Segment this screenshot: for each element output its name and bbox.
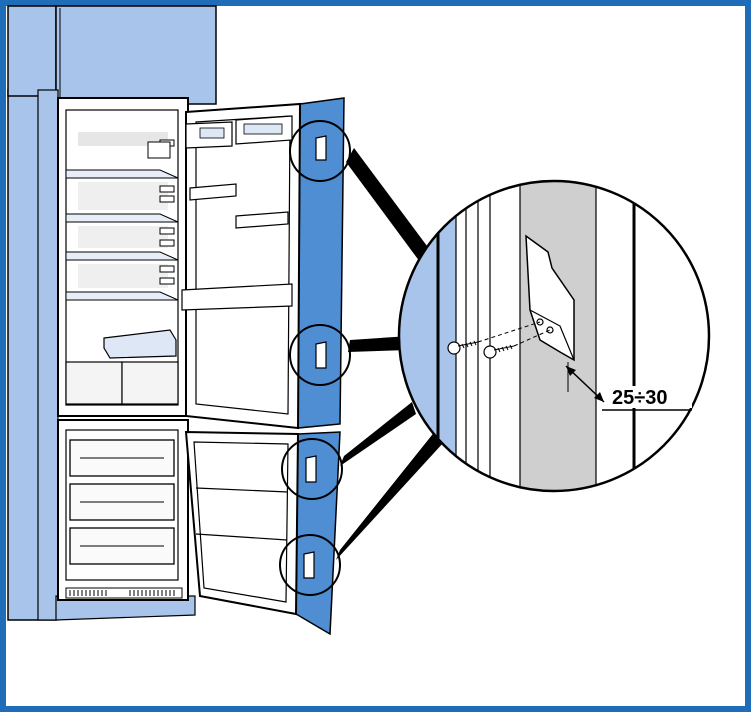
hinge-callout-4	[279, 534, 341, 596]
leader-wedges	[336, 148, 444, 560]
kitchen-cabinet	[7, 5, 217, 621]
hinge-callout-1	[289, 120, 351, 182]
cabinet-side-panel	[37, 89, 59, 621]
crisper-drawer-right	[121, 361, 179, 405]
dimension-label: 25÷30	[612, 387, 667, 409]
freezer-door	[184, 430, 341, 636]
wall-cabinet-right	[55, 5, 217, 105]
crisper-drawer-left	[65, 361, 123, 405]
ventilation-grille	[65, 587, 183, 599]
hinge-callout-3	[281, 438, 343, 500]
screw-1	[447, 340, 479, 355]
fridge-door	[181, 97, 345, 430]
hinge-callouts	[279, 120, 351, 596]
screw-2	[483, 344, 515, 359]
dairy-box	[103, 329, 177, 359]
hinge-callout-2	[289, 324, 351, 386]
freezer-compartment	[57, 419, 189, 601]
fridge-compartment	[57, 97, 189, 417]
glass-shelf	[65, 169, 179, 301]
thermostat-control	[147, 141, 171, 159]
wall-cabinet-left	[7, 5, 57, 97]
